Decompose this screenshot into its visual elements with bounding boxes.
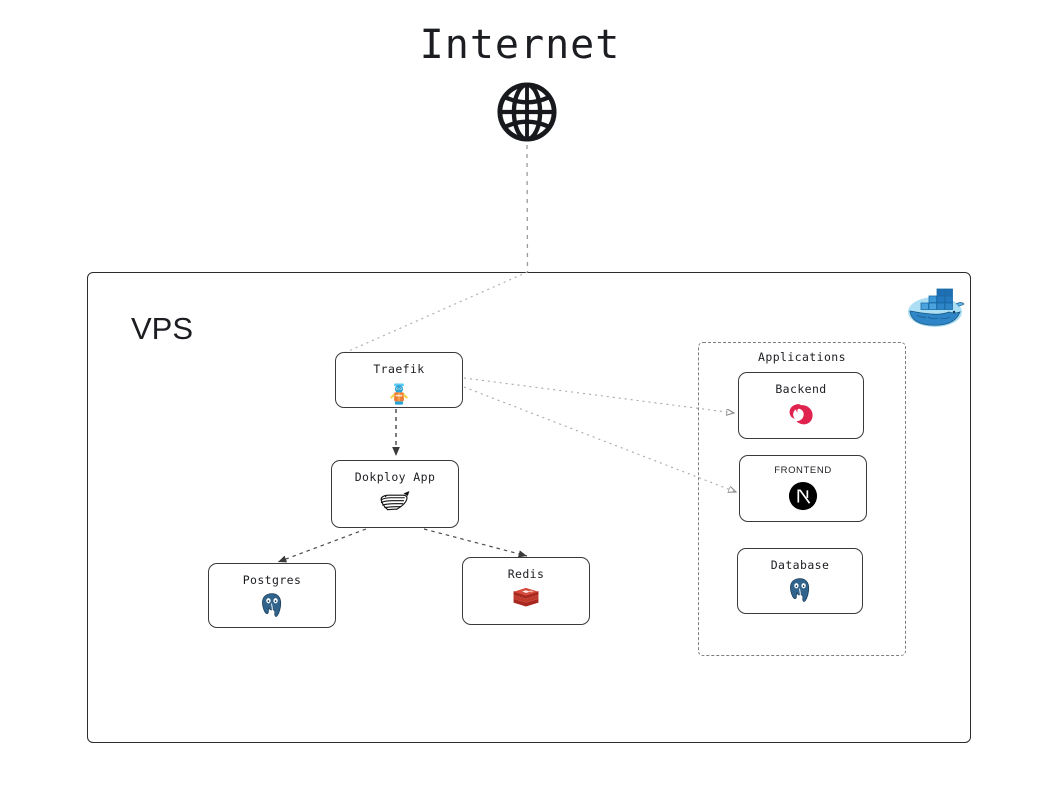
node-postgres-label: Postgres bbox=[242, 573, 302, 587]
node-database[interactable]: Database bbox=[737, 548, 863, 614]
postgresql-elephant-logo bbox=[790, 578, 810, 603]
node-redis-label: Redis bbox=[507, 567, 545, 581]
globe-icon bbox=[497, 82, 557, 142]
applications-group-label: Applications bbox=[758, 350, 846, 364]
postgresql-elephant-logo bbox=[262, 593, 282, 618]
applications-group bbox=[698, 342, 906, 656]
node-frontend[interactable]: FRONTEND bbox=[739, 455, 867, 522]
redis-logo bbox=[513, 587, 539, 607]
dokploy-whale-logo bbox=[380, 490, 410, 511]
vps-label: VPS bbox=[131, 311, 194, 346]
node-database-label: Database bbox=[770, 558, 830, 572]
traefik-logo bbox=[390, 383, 408, 405]
node-frontend-label: FRONTEND bbox=[774, 465, 832, 476]
page-title: Internet bbox=[419, 22, 621, 68]
node-backend-label: Backend bbox=[775, 382, 827, 396]
node-dokploy-app[interactable]: Dokploy App bbox=[331, 460, 459, 528]
node-backend[interactable]: Backend bbox=[738, 372, 864, 439]
node-traefik[interactable]: Traefik bbox=[335, 352, 463, 408]
node-traefik-label: Traefik bbox=[373, 362, 425, 376]
edge-internet-to-vps bbox=[526, 144, 529, 273]
nestjs-logo bbox=[789, 404, 813, 425]
node-dokploy-app-label: Dokploy App bbox=[354, 470, 436, 484]
node-redis[interactable]: Redis bbox=[462, 557, 590, 625]
docker-whale-logo bbox=[908, 288, 965, 327]
nextjs-logo bbox=[788, 481, 818, 511]
node-postgres[interactable]: Postgres bbox=[208, 563, 336, 628]
